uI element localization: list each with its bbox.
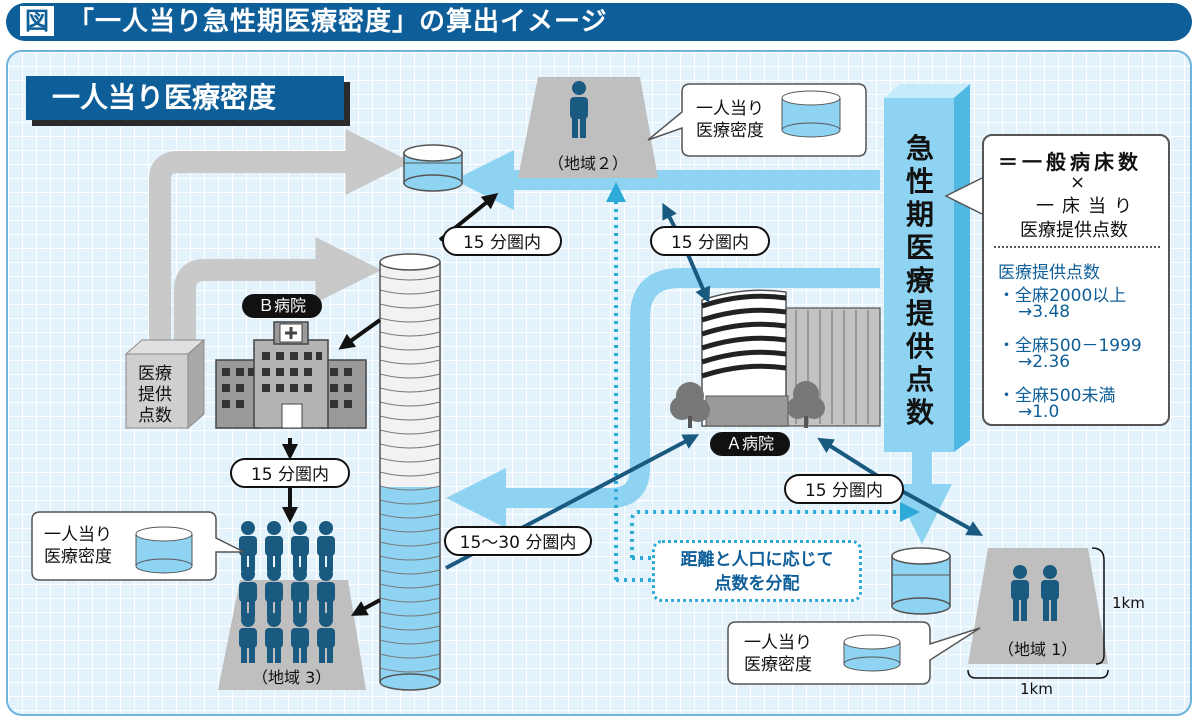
disc-separator [379,345,441,351]
hospital-a-building [670,289,881,428]
person-icon-region2 [570,81,588,138]
disc-separator [379,597,441,603]
bubble-region1-line2: 医療密度 [744,655,812,675]
points-item2-value: →2.36 [1018,352,1071,372]
figure-label: 図 [20,6,54,36]
disc-separator [379,639,441,645]
disc-separator [379,387,441,393]
bubble-region3-text: 一人当り 医療密度 [44,524,112,568]
disc-separator [379,443,441,449]
disc-separator [379,331,441,337]
disc-separator [379,373,441,379]
formula-callout-pointer [944,177,983,215]
disc-separator [379,625,441,631]
distribution-note-line2: 点数を分配 [714,574,800,594]
provision-box-line2: 提供 [138,385,172,405]
bubble-region1-line1: 一人当り [744,633,812,653]
people-icon-region1 [1011,565,1059,621]
formula-line4: 医療提供点数 [1020,220,1128,241]
disc-separator [379,569,441,575]
acute-column [884,84,970,452]
disc-separator [379,513,441,519]
gray-flow-arrows [149,129,412,345]
provision-box-line1: 医療 [138,364,172,384]
disc-separator [379,401,441,407]
bubble-region3 [31,511,245,581]
figure-header: 図 「一人当り急性期医療密度」の算出イメージ [6,3,1192,41]
light-blue-flow-arrows [446,150,952,544]
hospital-b-tag: Ｂ病院 [242,294,322,318]
scale-brackets [967,547,1109,679]
scale-bottom-label: 1km [1020,680,1053,698]
disc-separator [379,317,441,323]
formula-line2: × [1070,172,1086,193]
provision-box-line3: 点数 [138,406,172,426]
disc-separator [379,667,441,673]
hospital-a-tag: Ａ病院 [710,432,790,456]
disc-separator [379,555,441,561]
time-pill-a: 15 分圏内 [784,474,904,504]
cylinder-top [403,144,463,192]
bubble-region2-line2: 医療密度 [696,121,764,141]
provision-box [124,338,206,430]
disc-separator [379,485,441,491]
disc-separator [379,429,441,435]
distribution-dotted-lines [606,182,920,582]
region2-trapezoid [518,77,658,178]
bubble-region1 [727,621,981,685]
distribution-note: 距離と人口に応じて 点数を分配 [652,540,862,602]
hospital-b-building [215,321,367,429]
section-title: 一人当り医療密度 [26,76,344,120]
formula-divider [994,246,1160,248]
bubble-region2 [647,83,867,157]
people-icon-region3 [239,521,335,663]
cylinder-region1 [891,547,951,615]
formula-line1: ＝一般病床数 [998,150,1142,174]
disc-separator [379,527,441,533]
disc-separator [379,611,441,617]
disc-separator [379,359,441,365]
provision-box-label: 医療 提供 点数 [138,364,178,427]
points-heading: 医療提供点数 [998,263,1100,283]
disc-separator [379,471,441,477]
points-item1: ・全麻2000以上 [998,286,1127,306]
disc-separator [379,499,441,505]
distribution-note-line1: 距離と人口に応じて [680,550,834,570]
formula-box: ＝一般病床数 × 一床当り 医療提供点数 医療提供点数 ・全麻2000以上 →3… [982,134,1170,426]
acute-column-label: 急 性 期 医 療 提 供 点 数 [905,132,934,429]
figure-title: 「一人当り急性期医療密度」の算出イメージ [68,7,608,37]
region3-label: （地域 3） [252,668,332,687]
points-item3: ・全麻500未満 [998,386,1116,406]
points-item2: ・全麻500－1999 [998,336,1142,356]
bubble-region2-line1: 一人当り [696,99,764,119]
points-item3-value: →1.0 [1018,402,1060,422]
time-pill-b: 15 分圏内 [230,458,350,488]
disc-separator [379,303,441,309]
time-pill-15-30: 15〜30 分圏内 [444,526,592,556]
disc-separator [379,415,441,421]
region2-label: （地域２） [548,154,629,173]
scale-side-label: 1km [1112,594,1145,612]
bubble-region2-text: 一人当り 医療密度 [696,98,764,142]
disc-separator [379,457,441,463]
points-item1-value: →3.48 [1018,302,1071,322]
disc-separator [379,583,441,589]
disc-separator [379,275,441,281]
region1-label: （地域 1） [998,640,1078,659]
time-pill-top-left: 15 分圏内 [442,226,562,256]
region1-trapezoid [968,548,1108,664]
disc-stack [379,253,441,691]
disc-separator [379,289,441,295]
bubble-region1-text: 一人当り 医療密度 [744,632,812,676]
formula-line3: 一床当り [1036,196,1140,217]
bubble-region3-line1: 一人当り [44,525,112,545]
time-pill-top-right: 15 分圏内 [650,226,770,256]
disc-separator [379,653,441,659]
disc-separator [379,541,441,547]
bubble-region3-line2: 医療密度 [44,547,112,567]
